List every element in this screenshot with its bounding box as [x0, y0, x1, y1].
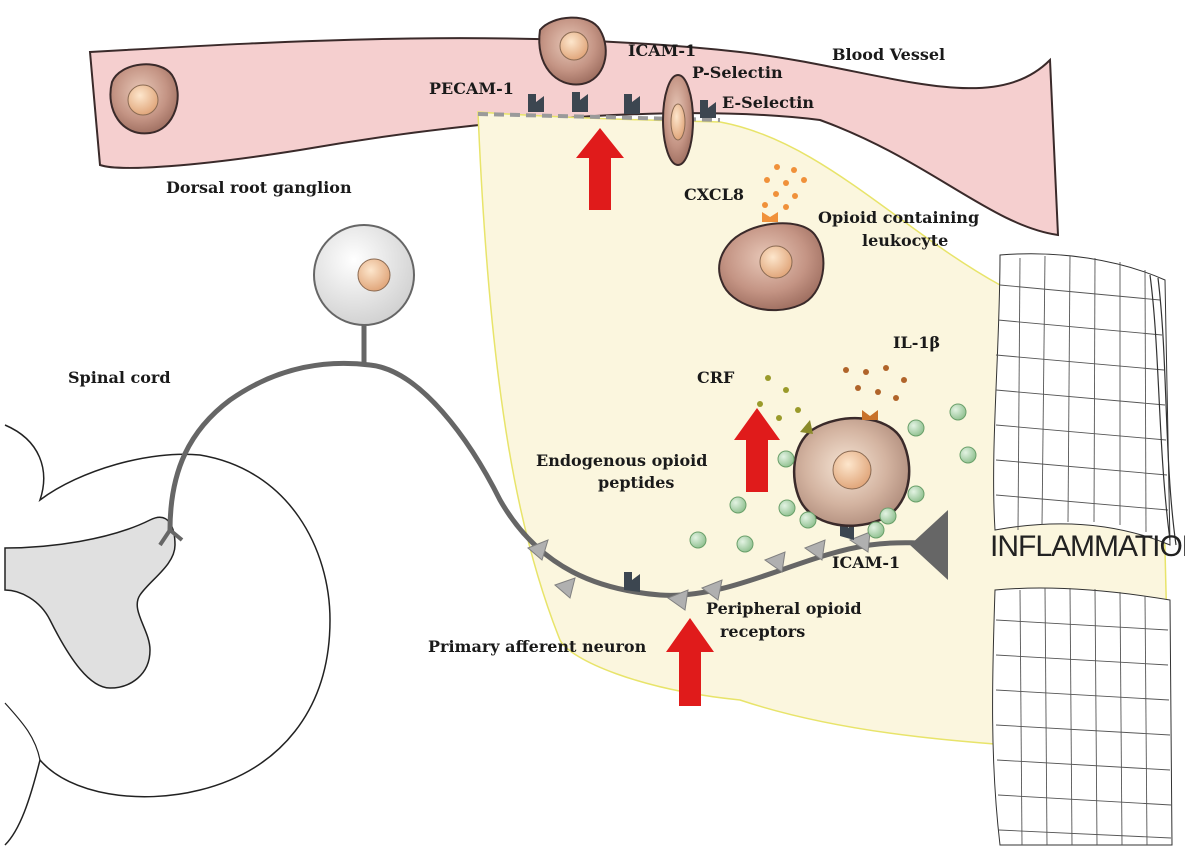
epidermis-tissue-bottom: [992, 587, 1173, 846]
label-icam1-top: ICAM-1: [628, 41, 696, 60]
il1b-dots: [843, 365, 907, 401]
opioid-peptides: [689, 403, 977, 553]
neuron-peripheral-terminal: [910, 510, 948, 580]
grey-matter: [4, 516, 176, 689]
label-spinal-cord: Spinal cord: [68, 368, 171, 387]
label-p-selectin: P-Selectin: [692, 63, 783, 82]
leukocyte-rolling: [662, 74, 694, 166]
label-endogenous-1: Endogenous opioid: [536, 451, 707, 470]
spinal-cord: [4, 424, 331, 846]
label-blood-vessel: Blood Vessel: [832, 45, 945, 64]
label-crf: CRF: [697, 368, 735, 387]
label-inflammation: INFLAMMATION: [990, 530, 1185, 563]
red-arrow-vessel: [576, 128, 624, 210]
label-endogenous-2: peptides: [598, 473, 674, 492]
spinal-cord-outline: [4, 424, 331, 846]
peripheral-opioid-receptors: [527, 531, 871, 611]
crf-dots: [757, 375, 801, 421]
leukocyte-vessel-top: [538, 16, 607, 86]
label-opioid-leukocyte-2: leukocyte: [862, 231, 948, 250]
opioid-releasing-leukocyte: [792, 410, 911, 527]
label-opioid-leukocyte-1: Opioid containing: [818, 208, 979, 227]
red-arrow-receptors: [666, 618, 714, 706]
vessel-adhesion-molecules: [528, 92, 716, 118]
label-dorsal-root-ganglion: Dorsal root ganglion: [166, 178, 352, 197]
label-peripheral-1: Peripheral opioid: [706, 599, 862, 618]
epidermis-tissue-top: [993, 253, 1177, 546]
cxcl8-chemokine-dots: [762, 164, 807, 210]
label-pecam1: PECAM-1: [429, 79, 514, 98]
opioid-containing-leukocyte: [718, 212, 825, 312]
label-il1b: IL-1β: [893, 333, 940, 352]
label-cxcl8: CXCL8: [684, 185, 744, 204]
leukocyte-vessel-left: [109, 63, 179, 135]
label-peripheral-2: receptors: [720, 622, 805, 641]
primary-afferent-neuron: [167, 360, 946, 598]
dorsal-root-ganglion-cell: [313, 224, 415, 365]
red-arrow-crf: [734, 408, 780, 492]
neuron-central-terminal: [158, 528, 184, 547]
label-e-selectin: E-Selectin: [722, 93, 814, 112]
label-icam1-bottom: ICAM-1: [832, 553, 900, 572]
blood-vessel: [88, 37, 1060, 237]
label-primary-afferent: Primary afferent neuron: [428, 637, 647, 656]
